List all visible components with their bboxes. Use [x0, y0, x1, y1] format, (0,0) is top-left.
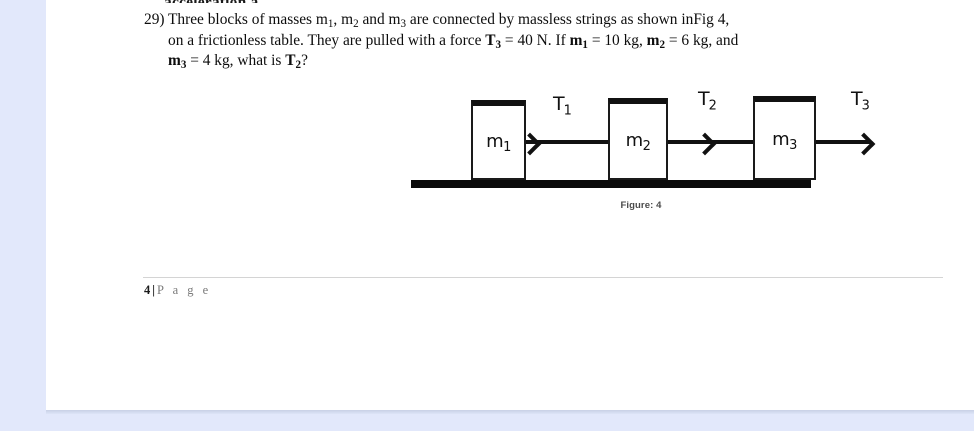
q-line3-T2-sub: 2	[295, 58, 302, 71]
q-line2-seg-a: on a frictionless table. They are pulled…	[168, 31, 486, 49]
page-shadow	[46, 410, 974, 414]
figure-caption: Figure: 4	[620, 200, 662, 211]
block-m3-label: m3	[772, 129, 797, 153]
q-line3-m3: m	[168, 52, 181, 69]
q-line2-seg-d: = 6 kg, and	[665, 31, 739, 49]
block-m2: m2	[608, 98, 668, 180]
q-line2-T3: T	[485, 31, 496, 49]
footer-separator: |	[152, 283, 156, 297]
page-footer: 4|P a g e	[144, 283, 211, 298]
q-line3-seg-a: = 4 kg, what is	[186, 52, 286, 69]
q-line1-figref: Fig 4,	[693, 11, 730, 28]
q-line1-sub-2: 2	[353, 17, 359, 30]
table-surface	[411, 180, 811, 188]
q-line3-seg-b: ?	[301, 52, 308, 69]
question-line-1: 29)Three blocks of masses m1, m2 and m3 …	[144, 10, 934, 31]
q-line2-seg-b: = 40 N. If	[501, 31, 570, 49]
q-line3-m3-sub: 3	[180, 58, 187, 71]
q-line1-seg-c: and m	[358, 11, 401, 28]
tension-label-t1: T1	[553, 93, 572, 119]
q-line2-m1-sub: 1	[582, 38, 588, 51]
string-segment-t1	[471, 140, 611, 144]
q-line2-m1: m	[569, 31, 583, 49]
q-line2-seg-c: = 10 kg,	[587, 31, 647, 49]
question-line-2: on a frictionless table. They are pulled…	[144, 31, 934, 52]
block-m2-label: m2	[625, 130, 651, 154]
block-m1-label: m1	[486, 131, 511, 155]
tension-label-t2: T2	[698, 88, 717, 114]
physics-diagram: m1 m2 m3 T1 T2 T3	[401, 88, 881, 193]
scanned-page: acceleration a. 29)Three blocks of masse…	[46, 0, 974, 410]
block-m3: m3	[753, 96, 816, 180]
footer-word: P a g e	[157, 283, 212, 297]
arrowhead-t2-icon	[693, 132, 717, 156]
question-line-3: m3 = 4 kg, what is T2?	[144, 51, 934, 72]
q-line2-T3-sub: 3	[495, 38, 502, 51]
q-line1-sub-3: 3	[400, 17, 407, 30]
q-line1-seg-a: Three blocks of masses m	[168, 11, 328, 28]
q-line1-seg-d: are connected by massless strings as sho…	[406, 11, 694, 28]
footer-divider	[143, 277, 943, 278]
q-line1-sub-1: 1	[327, 17, 334, 30]
footer-page-number: 4	[144, 283, 151, 297]
string-segment-t2	[668, 140, 753, 144]
q-line3-T2: T	[285, 52, 296, 69]
clipped-previous-line: acceleration a.	[164, 0, 263, 3]
q-line2-m2-sub: 2	[659, 38, 666, 51]
q-line2-m2: m	[646, 31, 660, 49]
string-segment-t3	[816, 140, 871, 144]
arrowhead-t3-icon	[852, 132, 876, 156]
question-number: 29)	[144, 11, 165, 28]
q-line1-seg-b: , m	[333, 11, 354, 28]
tension-label-t3: T3	[851, 88, 870, 114]
block-m1: m1	[471, 100, 526, 180]
question-text-block: 29)Three blocks of masses m1, m2 and m3 …	[144, 10, 934, 72]
